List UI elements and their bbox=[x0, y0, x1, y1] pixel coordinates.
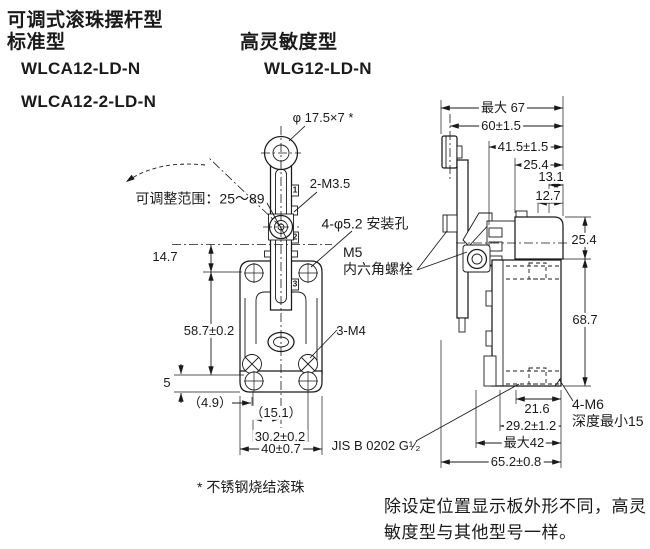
dim-head-height: 25.4 bbox=[569, 231, 599, 248]
dim-body-height: 68.7 bbox=[570, 311, 600, 328]
side-view-drawing bbox=[441, 135, 564, 387]
dim-max-depth: 最大42 bbox=[501, 434, 547, 451]
dim-base-thickness: 5 bbox=[163, 374, 171, 390]
leader-lines bbox=[266, 125, 574, 442]
dim-lever-offset: 14.7 bbox=[152, 248, 178, 264]
hex-bolt-label-line1: M5 bbox=[343, 244, 363, 260]
dim-lever-center: 41.5±1.5 bbox=[495, 138, 551, 155]
high-sensitivity-title: 高灵敏度型 bbox=[240, 32, 338, 53]
type-title: 可调式滚珠摆杆型 bbox=[7, 10, 164, 31]
model-number-standard-2: WLCA12-2-LD-N bbox=[21, 92, 157, 111]
dim-body-width: 40±0.7 bbox=[259, 440, 303, 457]
dim-mount-height: 58.7±0.2 bbox=[181, 322, 237, 339]
lever-scale-mark-2: 2 bbox=[292, 231, 298, 242]
remark-line2: 敏度型与其他型号一样。 bbox=[384, 523, 577, 542]
centerlines bbox=[125, 114, 580, 428]
adjust-range-label: 可调整范围：25～89 bbox=[135, 190, 265, 207]
dim-head-width: 25.4 bbox=[521, 156, 551, 173]
dim-hole-pitch: 30.2±0.2 bbox=[252, 428, 308, 445]
dim-roller-center: 60±1.5 bbox=[479, 117, 523, 134]
hex-bolt-label: M5 内六角螺栓 bbox=[343, 244, 413, 278]
screw-spec-label: 2-M3.5 bbox=[309, 175, 351, 191]
dim-max-width: 最大 67 bbox=[478, 99, 528, 116]
tap-spec-line2: 深度最小15 bbox=[572, 413, 644, 429]
hex-bolt-label-line2: 内六角螺栓 bbox=[343, 261, 413, 277]
conduit-thread-label: JIS B 0202 G¹⁄₂ bbox=[331, 437, 421, 453]
lever-scale-mark-3: 3 bbox=[292, 278, 298, 289]
dim-plunger-offset: 13.1 bbox=[536, 168, 566, 185]
remark-line1: 除设定位置显示板外形不同，高灵 bbox=[384, 497, 647, 516]
roller-footnote: * 不锈钢烧结滚珠 bbox=[197, 479, 305, 495]
roller-spec-label: φ 17.5×7 * bbox=[292, 109, 354, 125]
dim-tap-span: 29.2±1.2 bbox=[503, 417, 559, 434]
remark-paragraph: 除设定位置显示板外形不同，高灵 敏度型与其他型号一样。 bbox=[384, 494, 647, 546]
tap-spec-label: 4-M6 深度最小15 bbox=[572, 396, 644, 430]
dim-hole-offset: （4.9） bbox=[187, 394, 233, 410]
mounting-holes-label: 4-φ5.2 安装孔 bbox=[321, 215, 409, 232]
subtype-title: 标准型 bbox=[7, 32, 66, 53]
model-number-standard-1: WLCA12-LD-N bbox=[21, 59, 141, 78]
model-number-high-sensitivity: WLG12-LD-N bbox=[264, 59, 372, 78]
terminal-screws-label: 3-M4 bbox=[336, 322, 366, 338]
dim-hole-to-center: （15.1） bbox=[248, 404, 304, 421]
dim-overall-depth: 65.2±0.8 bbox=[488, 453, 544, 470]
lever-scale-mark-1: 1 bbox=[292, 184, 298, 195]
dim-tap-pitch: 21.6 bbox=[524, 400, 550, 416]
tap-spec-line1: 4-M6 bbox=[572, 396, 604, 412]
dim-head-step: 12.7 bbox=[533, 187, 563, 204]
